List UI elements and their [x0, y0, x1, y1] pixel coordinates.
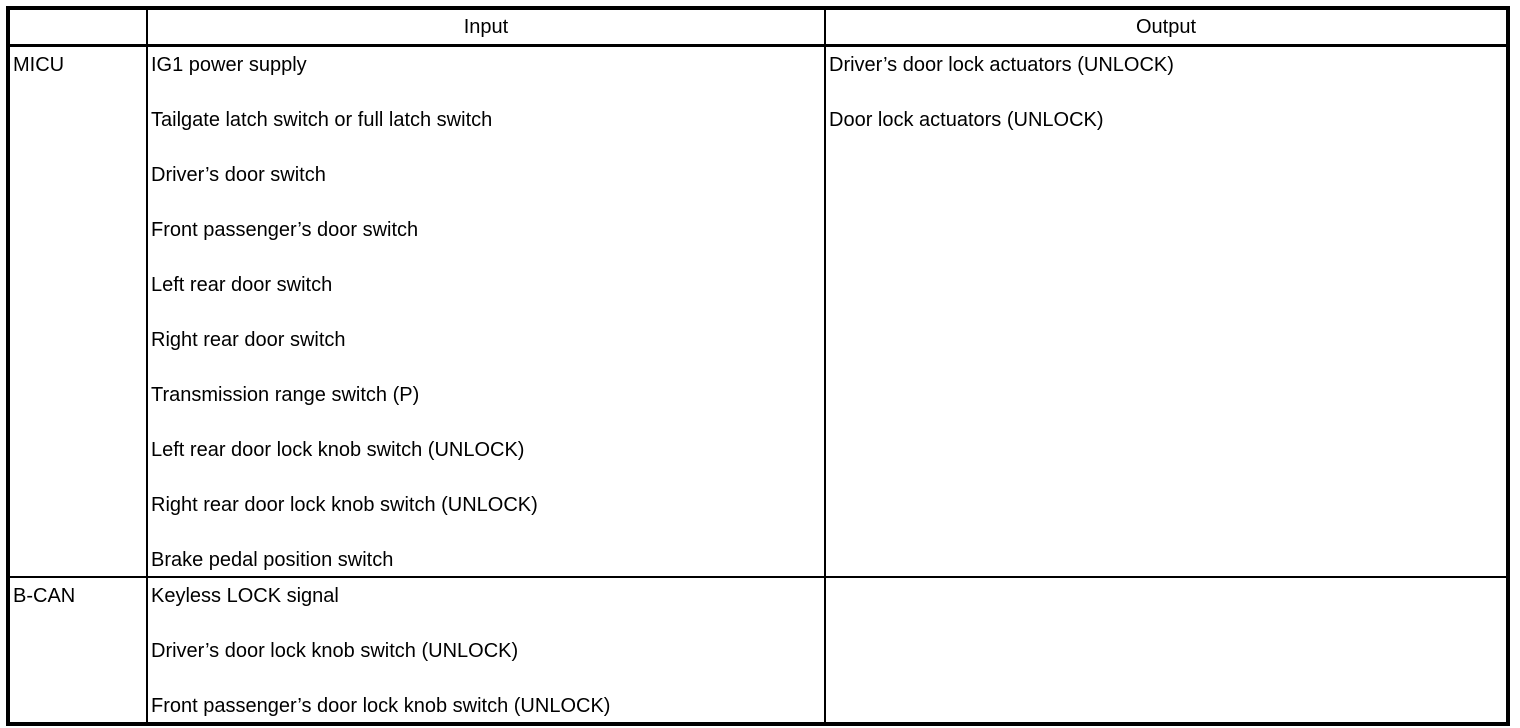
bcan-output-cell — [824, 576, 1509, 725]
cell-line: Driver’s door lock actuators (UNLOCK) — [829, 54, 1174, 76]
cell-line: Left rear door switch — [151, 274, 333, 296]
header-source — [7, 7, 148, 47]
cell-line: Door lock actuators (UNLOCK) — [829, 109, 1104, 131]
cell-line: Keyless LOCK signal — [151, 585, 339, 607]
cell-line: Driver’s door lock knob switch (UNLOCK) — [151, 640, 519, 662]
cell-line: Front passenger’s door switch — [151, 219, 419, 241]
source-label-micu: MICU — [7, 44, 148, 578]
cell-line: Front passenger’s door lock knob switch … — [151, 695, 611, 717]
header-input: Input — [146, 7, 826, 47]
cell-line: Tailgate latch switch or full latch swit… — [151, 109, 493, 131]
cell-line: Brake pedal position switch — [151, 549, 394, 571]
cell-line: Driver’s door switch — [151, 164, 326, 186]
cell-line: Left rear door lock knob switch (UNLOCK) — [151, 439, 525, 461]
cell-line: Right rear door lock knob switch (UNLOCK… — [151, 494, 538, 516]
header-output: Output — [824, 7, 1509, 47]
header-row: Input Output — [7, 7, 1509, 47]
cell-line: Right rear door switch — [151, 329, 346, 351]
source-label-bcan: B-CAN — [7, 576, 148, 725]
cell-line: IG1 power supply — [151, 54, 307, 76]
cell-line: Transmission range switch (P) — [151, 384, 420, 406]
micu-output-cell: Driver’s door lock actuators (UNLOCK) Doo… — [824, 44, 1509, 578]
